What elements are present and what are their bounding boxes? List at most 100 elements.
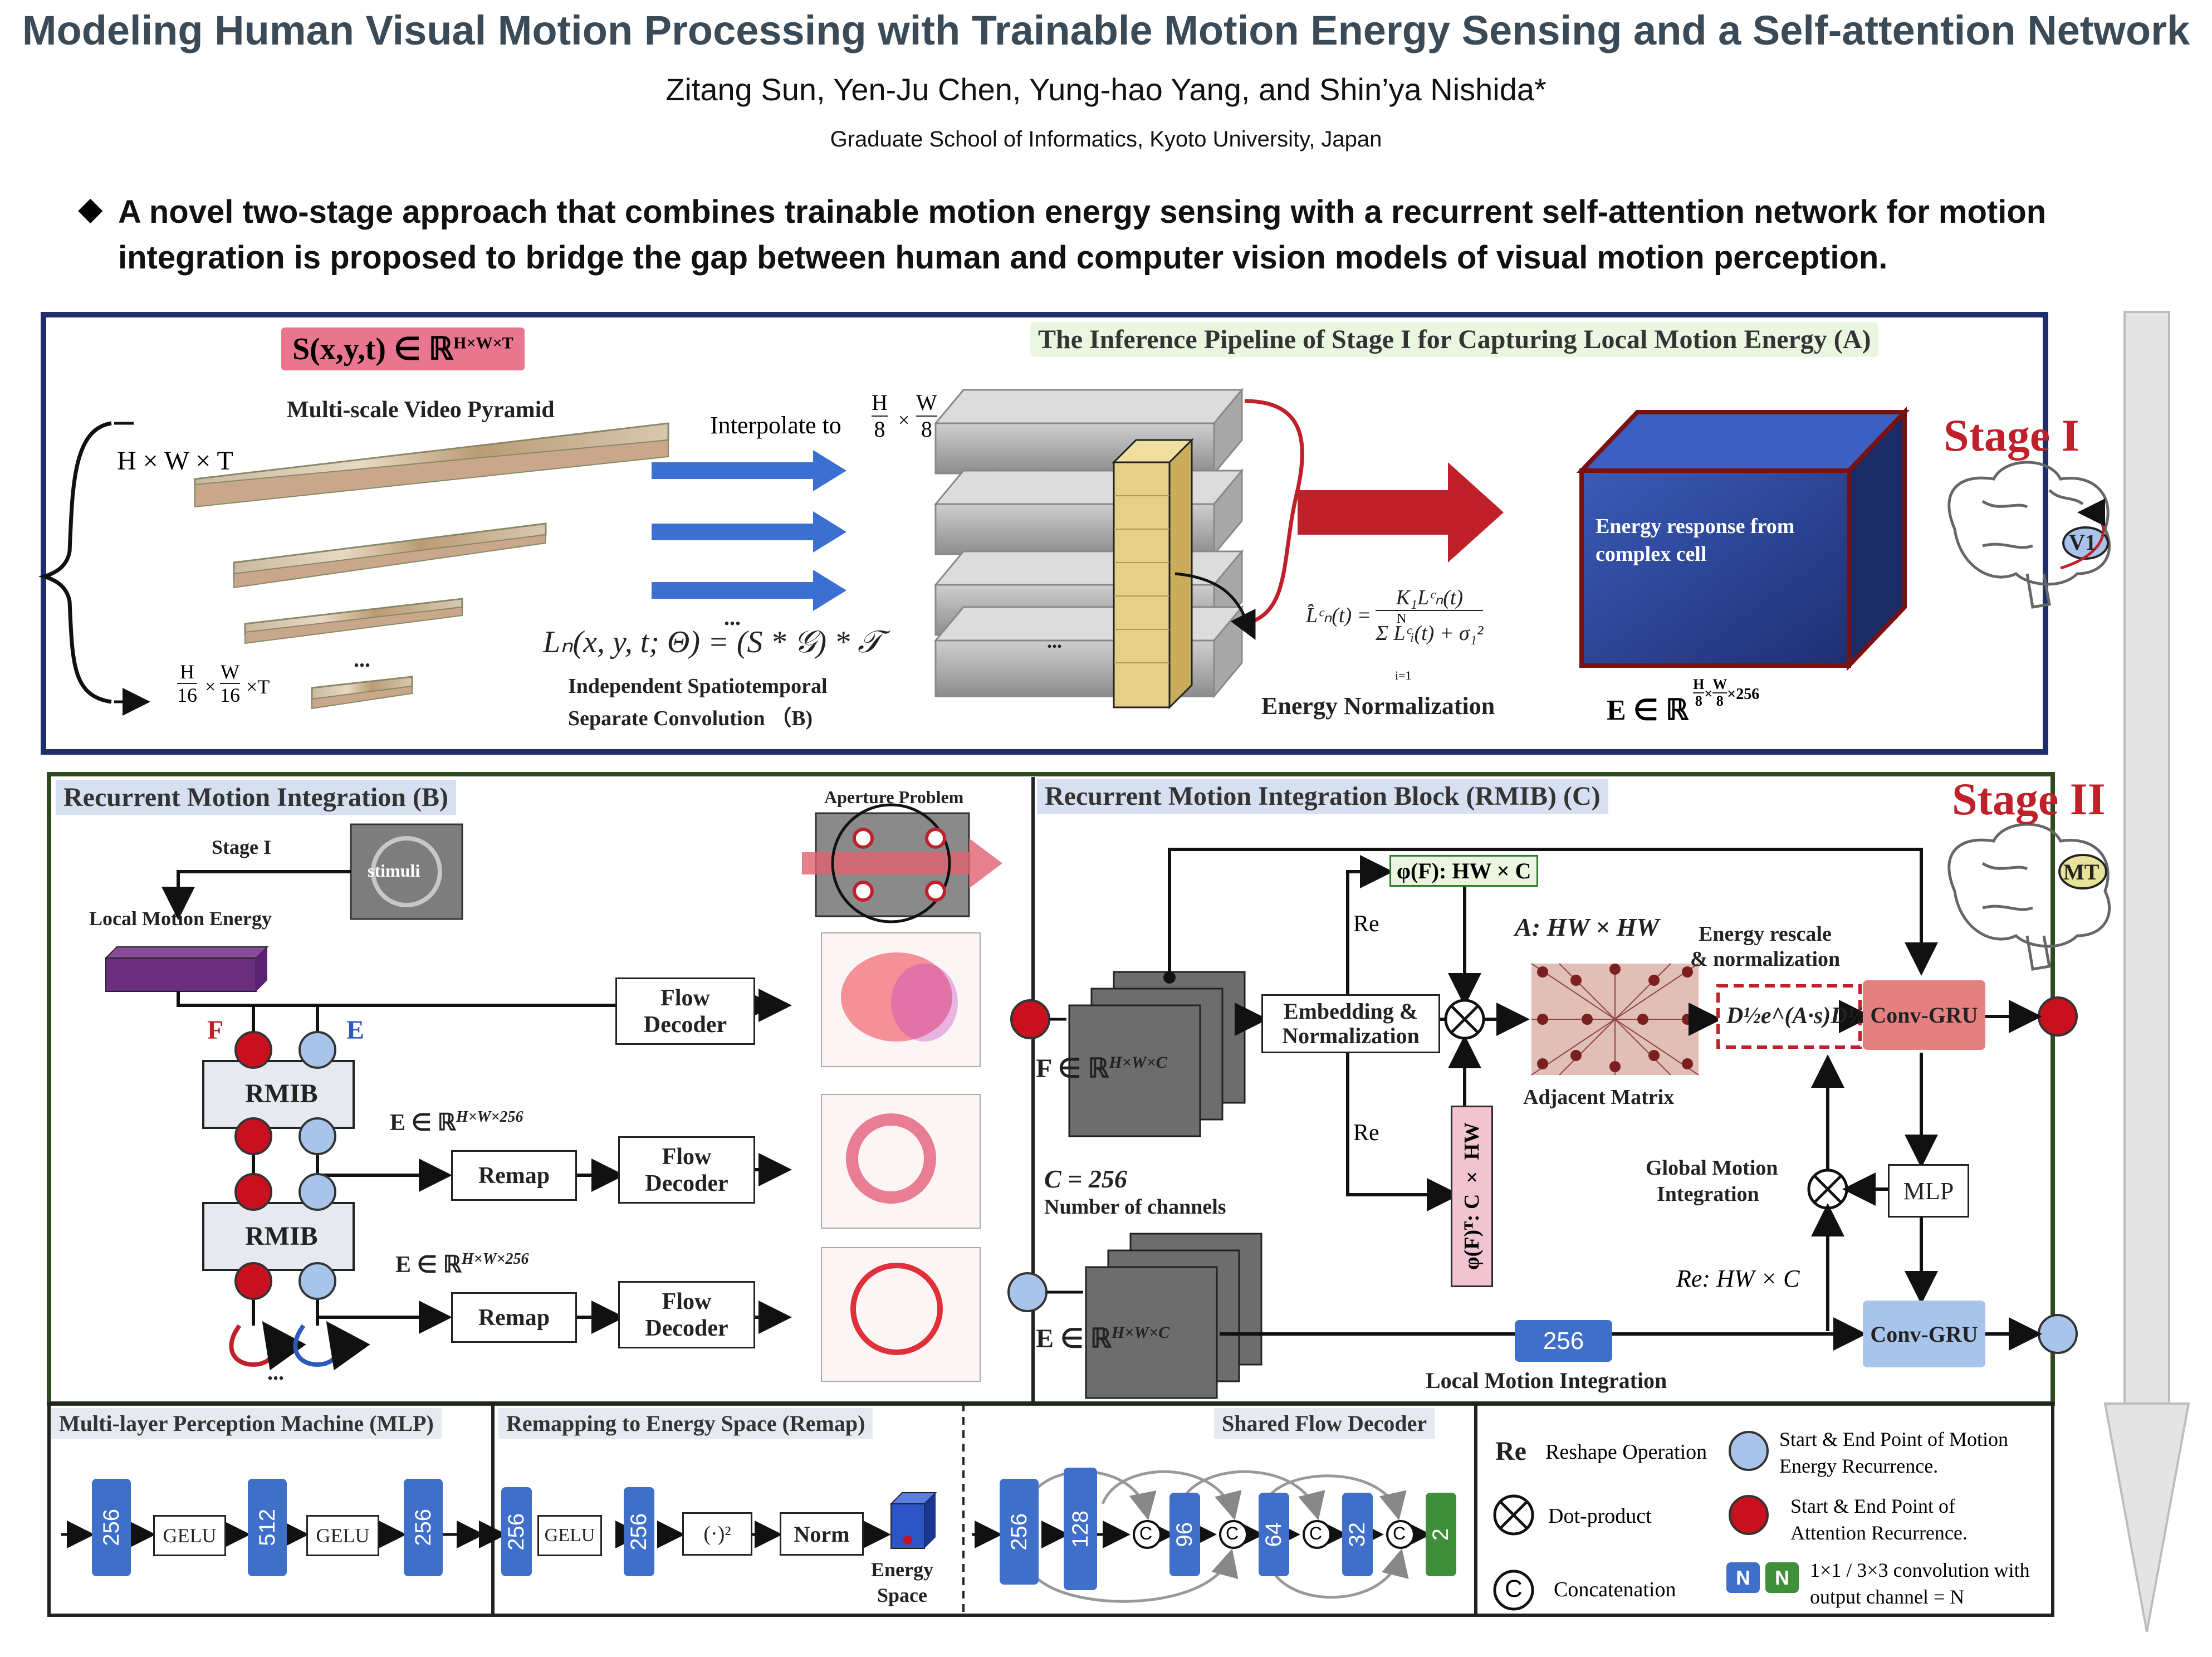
stage2-right-title: Recurrent Motion Integration Block (RMIB… <box>1037 779 1608 814</box>
e-space-text-1: E ∈ ℝ <box>390 1110 456 1136</box>
remap-box-2: Remap <box>451 1292 577 1343</box>
legend-conv: 1×1 / 3×3 convolution with output channe… <box>1810 1559 2030 1608</box>
norm-sum-bottom: i=1 <box>1395 668 1412 682</box>
stimuli-label: stimuli <box>368 861 420 881</box>
energy-h-num: H <box>1693 676 1705 693</box>
f-input-label: F <box>207 1015 224 1045</box>
w8-den: 8 <box>916 416 937 442</box>
rmib-2 <box>202 1202 355 1271</box>
c-256-label: C = 256 <box>1044 1165 1127 1193</box>
red-arrow <box>1298 462 1504 563</box>
remap-ch-1: 256 <box>501 1487 532 1576</box>
adjacency-matrix <box>1531 963 1699 1076</box>
stage-flow-arrow <box>2103 311 2190 1632</box>
local-integration-label: Local Motion Integration <box>1426 1368 1667 1393</box>
dec-ch-1: 256 <box>1000 1479 1039 1585</box>
remap-title: Remapping to Energy Space (Remap) <box>498 1408 873 1439</box>
dec-ch-2: 128 <box>1064 1468 1097 1590</box>
brain-mt <box>1947 823 2111 971</box>
dec-ch-1-text: 256 <box>1006 1513 1031 1551</box>
rmib-1-label: RMIB <box>245 1079 318 1108</box>
remap-ch-2: 256 <box>624 1487 654 1576</box>
legend-re: Re <box>1495 1436 1526 1466</box>
stage2-label: Stage II <box>1952 774 2106 824</box>
e-space-label-2: E ∈ ℝH×W×256 <box>395 1250 528 1278</box>
local-256-block: 256 <box>1515 1320 1612 1362</box>
conv-formula: Lₙ(x, y, t; Θ) = (S * 𝒢) * 𝒯 <box>543 625 882 659</box>
e-shape-text: E ∈ ℝ <box>1036 1324 1112 1353</box>
energy-shape-text: E ∈ ℝ <box>1607 695 1689 726</box>
legend-dot: Dot-product <box>1548 1504 1652 1528</box>
dec-ch-5-text: 32 <box>1345 1522 1369 1547</box>
hwt-label: H × W × T <box>117 446 233 476</box>
w16-fraction: W 16 <box>220 661 240 706</box>
rescale-label-2: & normalization <box>1690 947 1841 971</box>
decoder-title: Shared Flow Decoder <box>1214 1408 1435 1439</box>
f-shape-text: F ∈ ℝ <box>1036 1054 1109 1083</box>
e-shape-sup: H×W×C <box>1111 1323 1170 1342</box>
times-1: × <box>205 677 216 697</box>
energy-h-den: 8 <box>1695 693 1702 709</box>
stage1-label: Stage I <box>1944 410 2079 461</box>
pyramid-ellipsis: ... <box>354 647 370 672</box>
brain-v1 <box>1947 461 2111 609</box>
f-shape-sup: H×W×C <box>1109 1053 1167 1072</box>
feature-stack <box>933 387 1244 710</box>
bottom-panels <box>47 1402 2054 1617</box>
e-space-sup-1: H×W×256 <box>456 1108 523 1126</box>
interpolate-arrows <box>652 450 846 611</box>
h8-fraction: H 8 <box>872 390 888 442</box>
e-shape-label: E ∈ ℝH×W×C <box>1036 1323 1169 1354</box>
concat-symbol-4: C <box>1393 1523 1406 1543</box>
cube-text: Energy response from complex cell <box>1596 515 1795 566</box>
concat-symbol-2: C <box>1226 1523 1239 1543</box>
conv-label-1: Independent Spatiotemporal <box>568 674 828 698</box>
dec-ch-6: 2 <box>1426 1493 1456 1576</box>
f-stack <box>1068 971 1246 1137</box>
e-input-label: E <box>346 1015 365 1045</box>
signal-label-text: S(x,y,t) ∈ ℝ <box>292 332 454 366</box>
flow-decoder-1: Flow Decoder <box>615 977 755 1045</box>
conv-label-2: Separate Convolution （B) <box>568 707 813 730</box>
rmib-1 <box>202 1060 355 1129</box>
stage2-left-title: Recurrent Motion Integration (B) <box>56 780 456 815</box>
legend-start-blue: Start & End Point of Motion Energy Recur… <box>1779 1428 2009 1477</box>
re-label-top: Re <box>1353 911 1379 937</box>
w8-fraction: W 8 <box>916 390 937 442</box>
phi-ft-text: φ(F)ᵀ: C × HW <box>1460 1122 1484 1270</box>
adjacent-matrix-label: Adjacent Matrix <box>1523 1086 1675 1109</box>
energy-sup: ×256 <box>1727 686 1760 703</box>
energy-times: × <box>1704 686 1713 702</box>
energy-space-label: Energy Space <box>871 1558 933 1606</box>
dec-ch-5: 32 <box>1342 1493 1373 1576</box>
e-stack <box>1085 1233 1262 1399</box>
stage1-panel <box>41 312 2048 755</box>
dec-ch-2-text: 128 <box>1068 1510 1093 1548</box>
f-shape-label: F ∈ ℝH×W×C <box>1036 1053 1167 1084</box>
energy-cube <box>1576 407 1910 671</box>
diamond-bullet-icon: ◆ <box>78 189 103 227</box>
local-motion-energy-label: Local Motion Energy <box>89 907 272 930</box>
norm-formula-den: Σ Lᶜᵢ(t) + σ₁² <box>1376 622 1484 645</box>
legend-concat: Concatenation <box>1554 1578 1676 1601</box>
v1-label: V1 <box>2069 530 2096 555</box>
concat-symbol-3: C <box>1309 1523 1323 1543</box>
e-space-sup-2: H×W×256 <box>461 1250 529 1268</box>
remap-ch-1-text: 256 <box>504 1513 528 1551</box>
norm-formula: L̂ᶜₙ(t) = K₁Lᶜₙ(t) Σ Lᶜᵢ(t) + σ₁² <box>1306 585 1484 646</box>
h8-den: 8 <box>872 416 888 442</box>
remap-gelu-box: GELU <box>537 1515 602 1556</box>
mlp-ch-2-text: 512 <box>255 1509 280 1546</box>
conv-gru-attention: Conv-GRU <box>1863 980 1985 1050</box>
mlp-ch-2: 512 <box>248 1479 287 1576</box>
recurrence-dots: ... <box>267 1360 284 1385</box>
h8-num: H <box>872 390 888 415</box>
embedding-box: Embedding & Normalization <box>1261 994 1440 1053</box>
mlp-box: MLP <box>1888 1164 1969 1218</box>
remap-box-1: Remap <box>451 1150 577 1201</box>
energy-norm-label: Energy Normalization <box>1261 692 1495 720</box>
